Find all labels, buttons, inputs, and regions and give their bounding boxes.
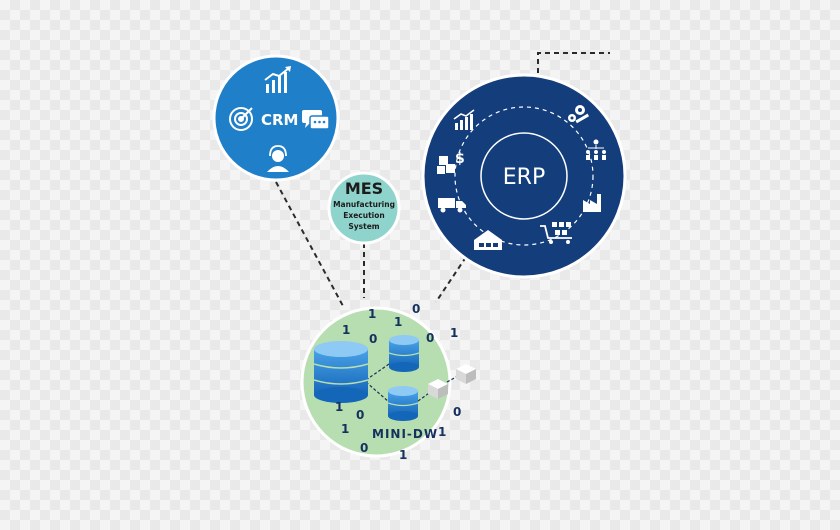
crm-node: CRM — [212, 54, 340, 182]
target-icon — [229, 107, 253, 131]
erp-node: ERP — [421, 73, 627, 279]
gear-wrench-icon — [568, 105, 590, 124]
binary-digit: 0 — [360, 441, 368, 455]
chat-bubbles-icon — [302, 110, 330, 130]
connector-crm-dw — [275, 181, 344, 307]
svg-text:$: $ — [455, 151, 465, 167]
dw-node: MINI-DW 1 1 0 1 0 0 1 1 0 1 0 1 0 1 — [300, 302, 476, 462]
mes-subtitle-line2: Execution — [343, 211, 384, 220]
erp-label: ERP — [503, 165, 545, 190]
delivery-truck-icon — [438, 198, 466, 213]
team-hierarchy-icon — [586, 139, 606, 160]
inventory-icon — [474, 230, 502, 250]
binary-digit: 1 — [399, 448, 407, 462]
binary-digit: 1 — [335, 400, 343, 414]
binary-digit: 0 — [369, 332, 377, 346]
cube-icon — [428, 379, 448, 399]
finance-boxes-icon: $ — [437, 151, 465, 174]
binary-digit: 0 — [356, 408, 364, 422]
database-small-icon — [387, 386, 419, 421]
erp-dashed-ring — [454, 106, 594, 246]
dw-label: MINI-DW — [372, 427, 438, 441]
binary-digit: 1 — [368, 307, 376, 321]
binary-digit: 0 — [412, 302, 420, 316]
mes-subtitle-line3: System — [348, 222, 379, 231]
erp-growth-chart-icon — [453, 109, 475, 130]
mes-node: MES Manufacturing Execution System — [327, 171, 401, 245]
binary-digits: 1 1 0 1 0 0 1 1 0 1 0 1 0 1 — [335, 302, 461, 462]
database-large-icon — [313, 341, 369, 403]
binary-digit: 1 — [394, 315, 402, 329]
binary-digit: 1 — [438, 425, 446, 439]
growth-chart-icon — [264, 66, 291, 93]
connector-erp-external — [537, 52, 610, 73]
database-small-icon — [388, 335, 420, 372]
mes-subtitle-line1: Manufacturing — [333, 200, 395, 209]
cube-icon — [456, 364, 476, 384]
crm-circle — [212, 54, 340, 182]
crm-label: CRM — [261, 111, 299, 129]
binary-digit: 0 — [426, 331, 434, 345]
binary-digit: 1 — [341, 422, 349, 436]
connector-erp-dw — [435, 256, 467, 303]
binary-digit: 0 — [453, 405, 461, 419]
factory-icon — [583, 194, 601, 212]
mes-title: MES — [345, 179, 383, 198]
connectors — [275, 52, 610, 307]
erp-circle — [421, 73, 627, 279]
binary-digit: 1 — [342, 323, 350, 337]
warehouse-cart-icon — [540, 222, 572, 244]
mes-circle — [327, 171, 401, 245]
support-agent-icon — [267, 145, 289, 172]
binary-digit: 1 — [450, 326, 458, 340]
erp-inner-ring — [480, 132, 568, 220]
